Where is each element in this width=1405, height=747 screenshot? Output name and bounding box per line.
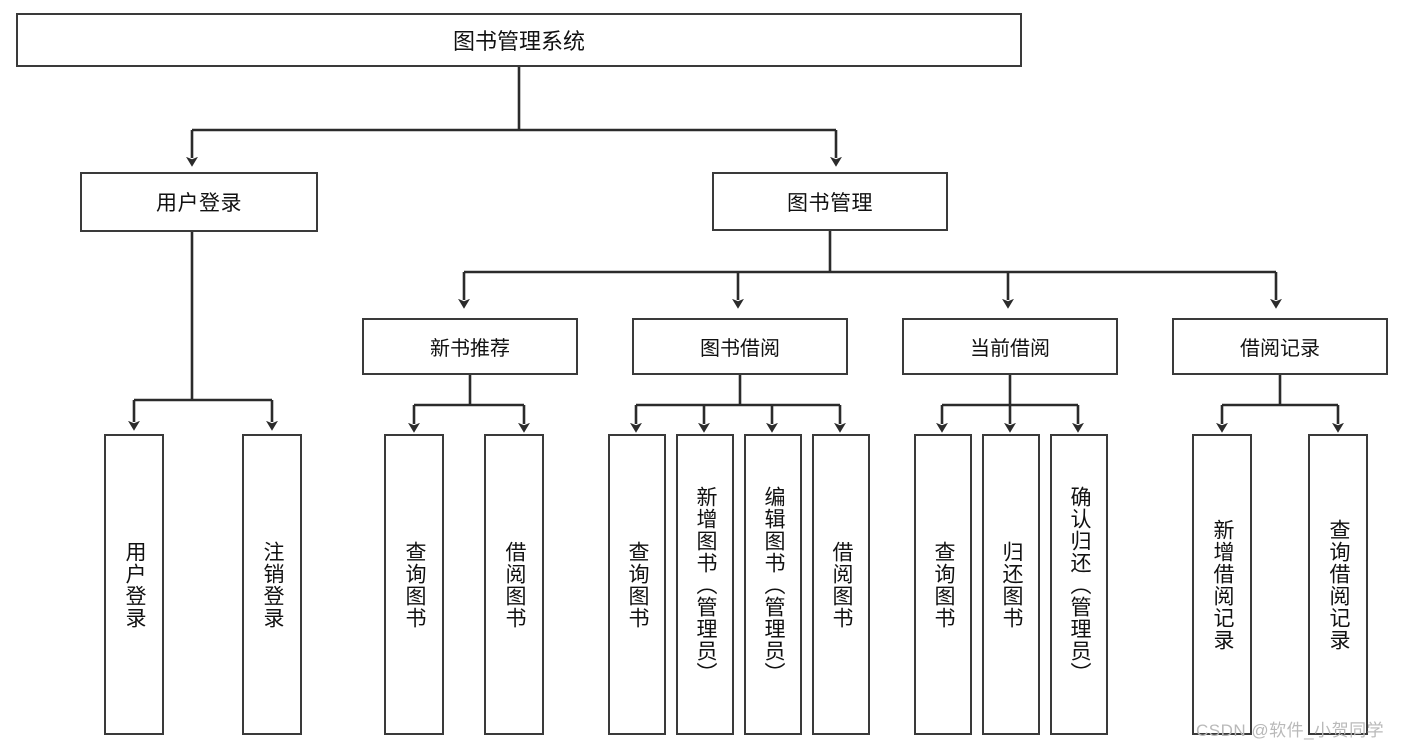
leaf-current-borrow-confirm-return[interactable]: 确认归还（管理员） xyxy=(1050,434,1108,735)
leaf-book-borrow-query[interactable]: 查询图书 xyxy=(608,434,666,735)
leaf-current-borrow-return[interactable]: 归还图书 xyxy=(982,434,1040,735)
leaf-label: 查询图书 xyxy=(403,540,427,629)
leaf-user-login-login[interactable]: 用户登录 xyxy=(104,434,164,735)
leaf-new-book-borrow[interactable]: 借阅图书 xyxy=(484,434,544,735)
leaf-label: 确认归还（管理员） xyxy=(1068,485,1092,684)
leaf-label: 查询图书 xyxy=(626,540,650,629)
leaf-book-borrow-add[interactable]: 新增图书（管理员） xyxy=(676,434,734,735)
leaf-book-borrow-borrow[interactable]: 借阅图书 xyxy=(812,434,870,735)
leaf-label: 借阅图书 xyxy=(503,540,527,629)
leaf-new-book-query[interactable]: 查询图书 xyxy=(384,434,444,735)
node-user-login-label: 用户登录 xyxy=(156,192,242,215)
node-book-management-label: 图书管理 xyxy=(787,191,873,215)
leaf-current-borrow-query[interactable]: 查询图书 xyxy=(914,434,972,735)
leaf-label: 归还图书 xyxy=(1000,540,1024,629)
node-root-label: 图书管理系统 xyxy=(452,29,585,54)
node-current-borrow[interactable]: 当前借阅 xyxy=(902,318,1118,375)
leaf-label: 查询借阅记录 xyxy=(1327,518,1351,651)
node-root-system[interactable]: 图书管理系统 xyxy=(16,13,1022,67)
leaf-label: 用户登录 xyxy=(123,540,147,629)
leaf-label: 借阅图书 xyxy=(830,540,854,629)
leaf-label: 新增图书（管理员） xyxy=(694,485,718,684)
node-book-borrow-label: 图书借阅 xyxy=(700,338,780,360)
node-new-book-recommend-label: 新书推荐 xyxy=(430,338,510,360)
node-borrow-record[interactable]: 借阅记录 xyxy=(1172,318,1388,375)
node-new-book-recommend[interactable]: 新书推荐 xyxy=(362,318,578,375)
leaf-label: 新增借阅记录 xyxy=(1211,518,1235,651)
leaf-borrow-record-query[interactable]: 查询借阅记录 xyxy=(1308,434,1368,735)
node-current-borrow-label: 当前借阅 xyxy=(970,338,1050,360)
leaf-borrow-record-add[interactable]: 新增借阅记录 xyxy=(1192,434,1252,735)
leaf-label: 查询图书 xyxy=(932,540,956,629)
node-borrow-record-label: 借阅记录 xyxy=(1240,338,1320,360)
node-book-management[interactable]: 图书管理 xyxy=(712,172,948,231)
leaf-label: 编辑图书（管理员） xyxy=(762,485,786,684)
leaf-label: 注销登录 xyxy=(261,540,285,629)
csdn-watermark: CSDN @软件_小贺同学 xyxy=(1196,721,1385,740)
leaf-book-borrow-edit[interactable]: 编辑图书（管理员） xyxy=(744,434,802,735)
leaf-user-login-logout[interactable]: 注销登录 xyxy=(242,434,302,735)
node-user-login[interactable]: 用户登录 xyxy=(80,172,318,232)
node-book-borrow[interactable]: 图书借阅 xyxy=(632,318,848,375)
